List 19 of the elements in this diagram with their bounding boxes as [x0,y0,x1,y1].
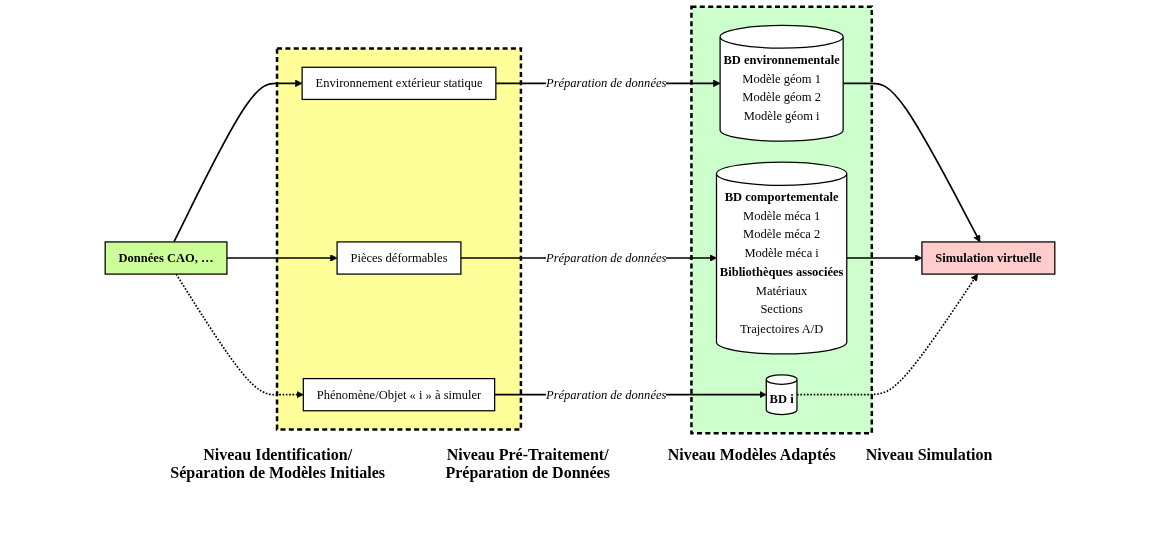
arrow [796,273,978,396]
level-label: Niveau Modèles Adaptés [667,446,836,466]
arrow [173,79,303,243]
node-box: Pièces déformables [336,241,462,275]
edge-label: Préparation de données [545,251,667,265]
node-box: Environnement extérieur statique [301,66,497,101]
arrow [842,82,981,243]
level-label: Niveau Simulation [865,446,993,465]
edge-label: Préparation de données [545,76,667,90]
node-box: Phénomène/Objet « i » à simuler [302,377,496,412]
node-box: Simulation virtuelle [921,241,1056,275]
node-box: Données CAO, … [104,241,228,275]
level-label: Niveau Identification/ Séparation de Modèles Initiales [169,446,386,482]
arrow [175,273,304,399]
level-label: Niveau Pré-Traitement/ Préparation de Données [444,446,611,482]
edge-label: Préparation de données [545,387,667,402]
arrow [226,254,338,262]
cluster [275,47,523,431]
cluster [690,5,874,435]
